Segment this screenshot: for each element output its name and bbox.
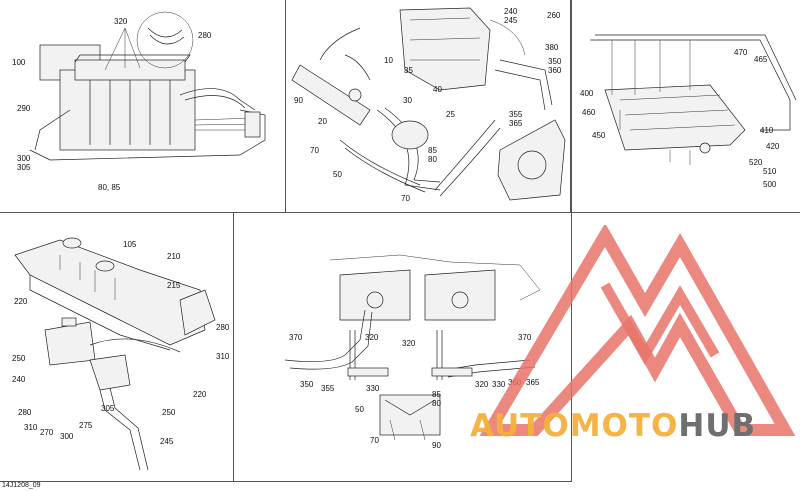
callout-p4-210: 210: [167, 252, 181, 261]
callout-p4-245: 245: [160, 437, 174, 446]
callout-p5-70: 70: [370, 436, 379, 445]
callout-p1-305: 305: [17, 163, 31, 172]
callout-p2-20: 20: [318, 117, 327, 126]
bracket-drawing: [590, 34, 797, 165]
callout-p4-240: 240: [12, 375, 26, 384]
panel-bracket-closeup: [570, 0, 800, 213]
callout-p3-520: 520: [749, 158, 763, 167]
callout-p2-10: 10: [384, 56, 393, 65]
callout-p5-365: 365: [526, 378, 540, 387]
callout-p4-250b: 250: [162, 408, 176, 417]
callout-p1-300: 300: [17, 154, 31, 163]
callout-p2-70b: 70: [401, 194, 410, 203]
callout-p1-290: 290: [17, 104, 31, 113]
callout-p2-365: 365: [509, 119, 523, 128]
callout-p4-220a: 220: [14, 297, 28, 306]
callout-p4-215: 215: [167, 281, 181, 290]
callout-p1-80-85: 80, 85: [98, 183, 121, 192]
callout-p2-30: 30: [403, 96, 412, 105]
callout-p3-410: 410: [760, 126, 774, 135]
callout-p4-310a: 310: [216, 352, 230, 361]
callout-p3-420: 420: [766, 142, 780, 151]
callout-p5-320a: 320: [365, 333, 379, 342]
callout-p4-275: 275: [79, 421, 93, 430]
hoses-drawing: [291, 7, 566, 201]
callout-p5-330a: 330: [366, 384, 380, 393]
callout-p5-350: 350: [300, 380, 314, 389]
callout-p4-220b: 220: [193, 390, 207, 399]
callout-p4-300: 300: [60, 432, 74, 441]
callout-p2-40: 40: [433, 85, 442, 94]
callout-p2-90: 90: [294, 96, 303, 105]
callout-p1-320: 320: [114, 17, 128, 26]
callout-p2-260: 260: [547, 11, 561, 20]
callout-p5-80: 80: [432, 399, 441, 408]
automotohub-logo: [479, 225, 796, 436]
callout-p3-510: 510: [763, 167, 777, 176]
callout-p3-460: 460: [582, 108, 596, 117]
callout-p5-320c: 320: [475, 380, 489, 389]
callout-p2-35: 35: [404, 66, 413, 75]
callout-p2-380: 380: [545, 43, 559, 52]
callout-p5-320b: 320: [402, 339, 416, 348]
callout-p2-350: 350: [548, 57, 562, 66]
callout-p2-80: 80: [428, 155, 437, 164]
callout-p3-400: 400: [580, 89, 594, 98]
callout-p5-50: 50: [355, 405, 364, 414]
callout-p5-330b: 330: [492, 380, 506, 389]
callout-p4-280a: 280: [216, 323, 230, 332]
callout-p2-70a: 70: [310, 146, 319, 155]
reference-code: 14J1208_09: [2, 482, 41, 489]
callout-p4-305: 305: [101, 404, 115, 413]
callout-p3-450: 450: [592, 131, 606, 140]
callout-p2-360: 360: [548, 66, 562, 75]
callout-p2-50: 50: [333, 170, 342, 179]
pipes-drawing: [284, 254, 541, 441]
callout-p4-310b: 310: [24, 423, 38, 432]
callout-p4-280b: 280: [18, 408, 32, 417]
automotohub-logo-text: AUTOMOTOHUB: [470, 408, 756, 444]
callout-p3-470: 470: [734, 48, 748, 57]
logo-text-hub: HUB: [678, 408, 757, 444]
callout-p4-250a: 250: [12, 354, 26, 363]
logo-text-automoto: AUTOMOTO: [470, 408, 679, 444]
callout-p3-500: 500: [763, 180, 777, 189]
callout-p5-370a: 370: [289, 333, 303, 342]
callout-p4-270: 270: [40, 428, 54, 437]
callout-p5-370b: 370: [518, 333, 532, 342]
callout-p2-355: 355: [509, 110, 523, 119]
callout-p4-105: 105: [123, 240, 137, 249]
callout-p1-280: 280: [198, 31, 212, 40]
callout-p2-85: 85: [428, 146, 437, 155]
reservoir-drawing: [14, 237, 216, 471]
callout-p5-90: 90: [432, 441, 441, 450]
callout-p5-85: 85: [432, 390, 441, 399]
engine-drawing: [29, 11, 266, 161]
callout-p1-100: 100: [12, 58, 26, 67]
callout-p5-355: 355: [321, 384, 335, 393]
callout-p2-240: 240: [504, 7, 518, 16]
callout-p2-25: 25: [446, 110, 455, 119]
panel-pipes-routing: [233, 212, 572, 482]
callout-p3-465: 465: [754, 55, 768, 64]
callout-p2-245: 245: [504, 16, 518, 25]
